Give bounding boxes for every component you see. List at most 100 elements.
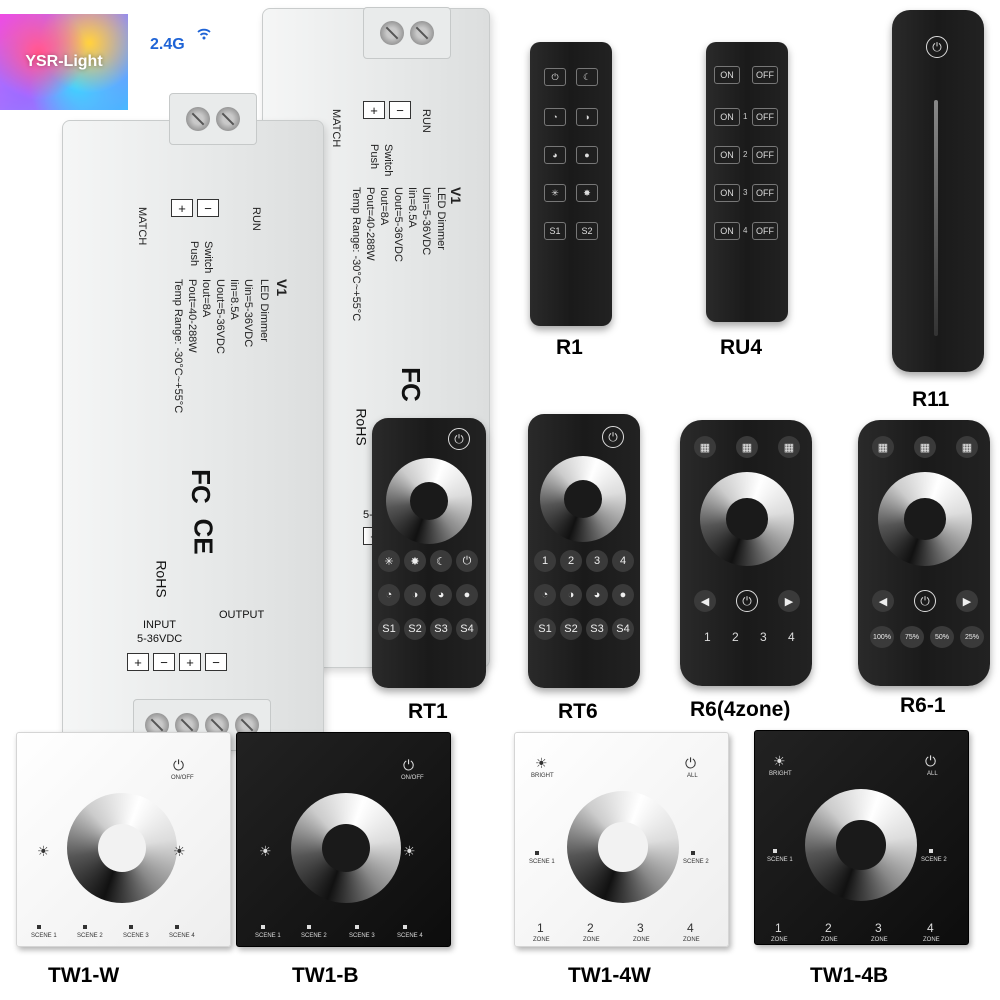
device-button[interactable]: ▦	[872, 436, 894, 458]
brightness-icon[interactable]: ☀	[773, 753, 786, 769]
zone-1-on-button[interactable]: ON	[714, 108, 740, 126]
power-icon[interactable]: ⏻	[685, 755, 697, 771]
brightness-button[interactable]: ◑	[560, 584, 582, 606]
touch-slider[interactable]	[934, 100, 938, 336]
zone-3-label[interactable]: 3	[637, 921, 644, 935]
zone-1-label[interactable]: 1	[537, 921, 544, 935]
level-50-button[interactable]: 50%	[930, 626, 954, 648]
power-icon[interactable]: ⏻	[914, 590, 936, 612]
scene-3-button[interactable]: S3	[586, 618, 608, 640]
zone-3-off-button[interactable]: OFF	[752, 184, 778, 202]
brightness-button[interactable]: ◕	[544, 146, 566, 164]
power-button[interactable]: ⏻	[456, 550, 478, 572]
on-all-button[interactable]: ON	[714, 66, 740, 84]
brightness-button[interactable]: ◕	[430, 584, 452, 606]
brightness-button[interactable]: ●	[612, 584, 634, 606]
zone-3-on-button[interactable]: ON	[714, 184, 740, 202]
scene-1-button[interactable]: S1	[544, 222, 566, 240]
level-25-button[interactable]: 25%	[960, 626, 984, 648]
zone-4-label[interactable]: 4	[788, 630, 795, 644]
device-button[interactable]: ▦	[956, 436, 978, 458]
dim-up-button[interactable]: ✸	[404, 550, 426, 572]
dim-down-icon[interactable]: ☀	[37, 843, 50, 859]
zone-1-off-button[interactable]: OFF	[752, 108, 778, 126]
scene-1-button[interactable]: S1	[534, 618, 556, 640]
dim-down-button[interactable]: ✳	[544, 184, 566, 202]
zone-2-button[interactable]: 2	[560, 550, 582, 572]
zone-1-label[interactable]: 1	[704, 630, 711, 644]
scene-4-button[interactable]: S4	[456, 618, 478, 640]
zone-2-off-button[interactable]: OFF	[752, 146, 778, 164]
dim-up-button[interactable]: ✸	[576, 184, 598, 202]
device-button[interactable]: ▦	[736, 436, 758, 458]
power-icon[interactable]: ⏻	[926, 36, 948, 58]
brightness-button[interactable]: ◔	[534, 584, 556, 606]
scene-dot[interactable]	[355, 925, 359, 929]
zone-1-button[interactable]: 1	[534, 550, 556, 572]
next-icon[interactable]: ▶	[956, 590, 978, 612]
zone-1-label[interactable]: 1	[775, 921, 782, 935]
color-wheel[interactable]	[700, 472, 794, 566]
night-button[interactable]: ☾	[576, 68, 598, 86]
zone-4-label[interactable]: 4	[927, 921, 934, 935]
scene-dot[interactable]	[175, 925, 179, 929]
zone-4-on-button[interactable]: ON	[714, 222, 740, 240]
dim-up-icon[interactable]: ☀	[173, 843, 186, 859]
dim-up-icon[interactable]: ☀	[403, 843, 416, 859]
zone-4-button[interactable]: 4	[612, 550, 634, 572]
level-75-button[interactable]: 75%	[900, 626, 924, 648]
color-wheel[interactable]	[67, 793, 177, 903]
brightness-button[interactable]: ◕	[586, 584, 608, 606]
off-all-button[interactable]: OFF	[752, 66, 778, 84]
power-icon[interactable]: ⏻	[925, 753, 937, 769]
night-button[interactable]: ☾	[430, 550, 452, 572]
next-icon[interactable]: ▶	[778, 590, 800, 612]
color-wheel[interactable]	[805, 789, 917, 901]
scene-2-button[interactable]: S2	[560, 618, 582, 640]
scene-dot[interactable]	[83, 925, 87, 929]
scene-2-button[interactable]: S2	[404, 618, 426, 640]
prev-icon[interactable]: ◀	[694, 590, 716, 612]
dim-down-icon[interactable]: ☀	[259, 843, 272, 859]
zone-3-button[interactable]: 3	[586, 550, 608, 572]
zone-2-label[interactable]: 2	[732, 630, 739, 644]
brightness-button[interactable]: ●	[576, 146, 598, 164]
brightness-button[interactable]: ◑	[404, 584, 426, 606]
power-icon[interactable]: ⏻	[173, 757, 185, 773]
zone-2-label[interactable]: 2	[587, 921, 594, 935]
scene-dot[interactable]	[691, 851, 695, 855]
scene-dot[interactable]	[773, 849, 777, 853]
scene-4-button[interactable]: S4	[612, 618, 634, 640]
scene-dot[interactable]	[403, 925, 407, 929]
brightness-button[interactable]: ◔	[544, 108, 566, 126]
brightness-button[interactable]: ◔	[378, 584, 400, 606]
brightness-button[interactable]: ●	[456, 584, 478, 606]
color-wheel[interactable]	[567, 791, 679, 903]
scene-dot[interactable]	[129, 925, 133, 929]
device-button[interactable]: ▦	[914, 436, 936, 458]
prev-icon[interactable]: ◀	[872, 590, 894, 612]
scene-3-button[interactable]: S3	[430, 618, 452, 640]
dim-down-button[interactable]: ✳	[378, 550, 400, 572]
brightness-button[interactable]: ◑	[576, 108, 598, 126]
zone-4-off-button[interactable]: OFF	[752, 222, 778, 240]
color-wheel[interactable]	[878, 472, 972, 566]
zone-4-label[interactable]: 4	[687, 921, 694, 935]
zone-3-label[interactable]: 3	[760, 630, 767, 644]
zone-3-label[interactable]: 3	[875, 921, 882, 935]
color-wheel[interactable]	[540, 456, 626, 542]
power-button[interactable]: ⏻	[544, 68, 566, 86]
color-wheel[interactable]	[291, 793, 401, 903]
scene-dot[interactable]	[261, 925, 265, 929]
power-icon[interactable]: ⏻	[448, 428, 470, 450]
scene-1-button[interactable]: S1	[378, 618, 400, 640]
zone-2-on-button[interactable]: ON	[714, 146, 740, 164]
power-icon[interactable]: ⏻	[403, 757, 415, 773]
brightness-icon[interactable]: ☀	[535, 755, 548, 771]
power-icon[interactable]: ⏻	[602, 426, 624, 448]
level-100-button[interactable]: 100%	[870, 626, 894, 648]
device-button[interactable]: ▦	[778, 436, 800, 458]
power-icon[interactable]: ⏻	[736, 590, 758, 612]
scene-dot[interactable]	[307, 925, 311, 929]
scene-2-button[interactable]: S2	[576, 222, 598, 240]
